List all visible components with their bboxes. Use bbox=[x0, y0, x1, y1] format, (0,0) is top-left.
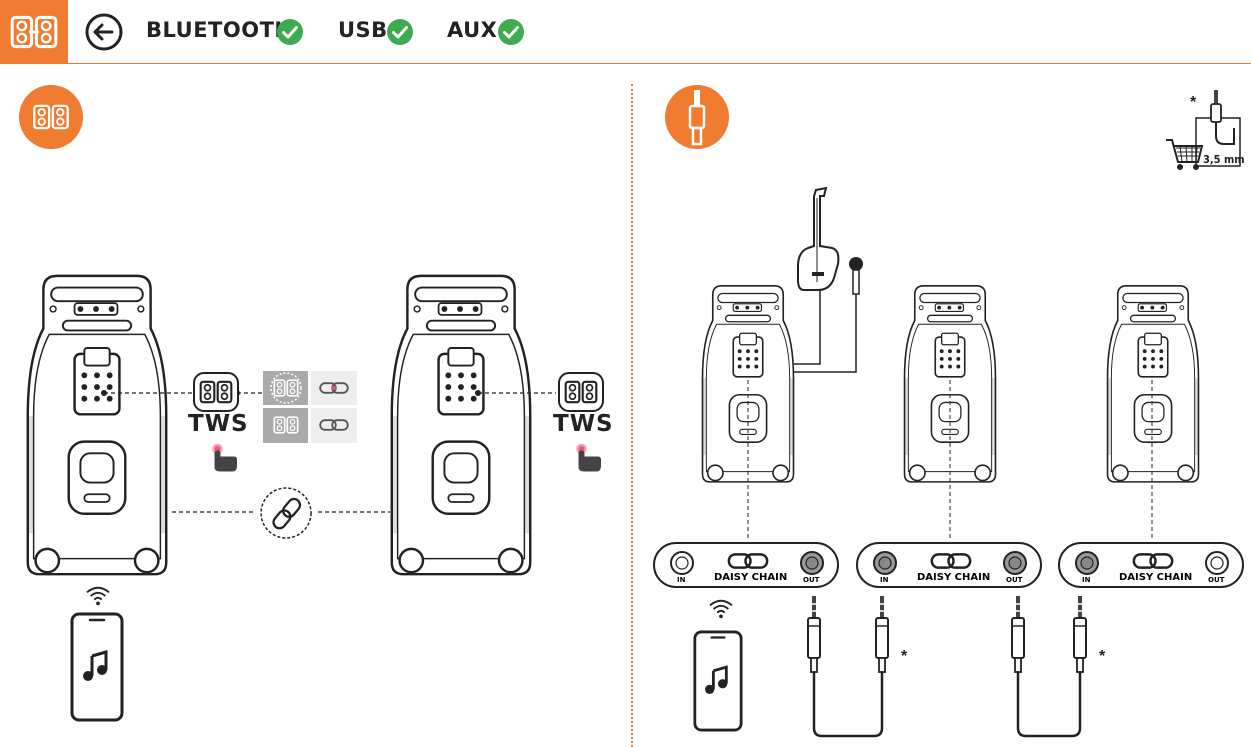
jack-size-label: 3,5 mm bbox=[1203, 153, 1245, 166]
finger-press-icon bbox=[212, 443, 237, 472]
source-label-aux: AUX bbox=[447, 18, 498, 42]
tws-status-indicator-icon bbox=[263, 371, 357, 443]
source-label-usb: USB bbox=[338, 18, 388, 42]
aux-cable-1-icon bbox=[807, 596, 889, 738]
source-label-bluetooth: BLUETOOTH bbox=[146, 18, 293, 42]
port-out-label: OUT bbox=[1006, 576, 1023, 584]
link-icon bbox=[260, 487, 312, 539]
tws-button-icon bbox=[193, 372, 239, 412]
tws-button-icon bbox=[558, 372, 604, 412]
tws-label: TWS bbox=[188, 411, 249, 437]
port-out-label: OUT bbox=[1208, 576, 1225, 584]
daisy-chain-port-panel-2 bbox=[856, 542, 1042, 588]
cable-sold-separately-icon bbox=[1166, 90, 1241, 170]
input-source-icon bbox=[85, 13, 123, 51]
tws-mode-badge-icon bbox=[19, 85, 83, 149]
wireless-signal-icon bbox=[86, 586, 110, 607]
source-header: BLUETOOTH USB AUX bbox=[0, 0, 1251, 64]
cable-asterisk: * bbox=[1099, 648, 1106, 665]
port-in-label: IN bbox=[880, 576, 889, 584]
cable-asterisk: * bbox=[901, 648, 908, 665]
port-out-label: OUT bbox=[803, 576, 820, 584]
daisy-chain-port-panel-3 bbox=[1058, 542, 1244, 588]
daisy-chain-port-panel-1 bbox=[653, 542, 839, 588]
aux-jack-badge-icon bbox=[665, 85, 729, 149]
speaker-pair-icon bbox=[0, 0, 68, 64]
smartphone-music-icon bbox=[693, 630, 743, 732]
daisy-chain-label: DAISY CHAIN bbox=[714, 572, 788, 583]
wireless-signal-icon bbox=[709, 599, 733, 620]
aux-cable-2-icon bbox=[1011, 596, 1087, 738]
port-in-label: IN bbox=[677, 576, 686, 584]
smartphone-music-icon bbox=[70, 612, 124, 722]
port-in-label: IN bbox=[1082, 576, 1091, 584]
daisy-chain-label: DAISY CHAIN bbox=[917, 572, 991, 583]
panel-divider bbox=[631, 84, 633, 747]
port-connector-lines bbox=[747, 380, 1153, 540]
guitar-microphone-icon bbox=[794, 186, 863, 373]
daisy-chain-label: DAISY CHAIN bbox=[1119, 572, 1193, 583]
tws-label: TWS bbox=[553, 411, 614, 437]
sold-separately-asterisk: * bbox=[1190, 94, 1197, 111]
finger-press-icon bbox=[576, 443, 601, 472]
